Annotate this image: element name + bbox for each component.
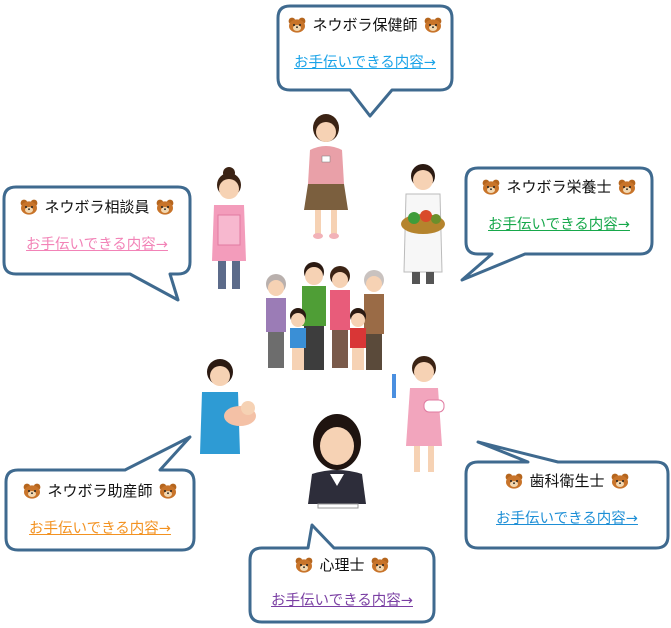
midwife-illustration [200, 359, 256, 454]
bubble-shinrishi-shape [248, 523, 436, 624]
bear-face-icon [506, 473, 523, 489]
counselor-illustration [212, 167, 246, 289]
bear-face-icon [618, 179, 635, 195]
bear-face-icon [483, 179, 500, 195]
bubble-hokenshi-shape [276, 4, 454, 118]
public-health-nurse-illustration [304, 114, 348, 239]
nutritionist-illustration [401, 164, 445, 284]
bubble-joushanshi: ネウボラ助産師 お手伝いできる内容→ [6, 480, 194, 538]
bubble-eiyoushi-title: ネウボラ栄養士 [506, 178, 612, 196]
bear-face-icon [296, 557, 313, 573]
bubble-shika: 歯科衛生士 お手伝いできる内容→ [466, 470, 668, 528]
soudanin-help-link[interactable]: お手伝いできる内容→ [26, 237, 168, 253]
bubble-eiyoushi-shape [460, 166, 654, 282]
bubble-shinrishi: 心理士 お手伝いできる内容→ [250, 554, 434, 610]
bubble-joushanshi-shape [4, 435, 196, 552]
shika-help-link[interactable]: お手伝いできる内容→ [496, 511, 638, 527]
hokenshi-help-link[interactable]: お手伝いできる内容→ [294, 55, 436, 71]
joushanshi-help-link[interactable]: お手伝いできる内容→ [29, 521, 171, 537]
bubble-soudanin-shape [2, 185, 192, 302]
shinrishi-help-link[interactable]: お手伝いできる内容→ [271, 593, 413, 609]
bubble-shika-title: 歯科衛生士 [529, 472, 605, 490]
bear-face-icon [21, 199, 38, 215]
psychologist-illustration [308, 414, 366, 509]
bubble-hokenshi: ネウボラ保健師 お手伝いできる内容→ [278, 14, 452, 72]
bubble-shika-shape [464, 440, 670, 550]
bubble-eiyoushi: ネウボラ栄養士 お手伝いできる内容→ [466, 176, 652, 234]
bear-face-icon [159, 483, 176, 499]
family-illustration [266, 262, 384, 370]
bubble-soudanin: ネウボラ相談員 お手伝いできる内容→ [4, 196, 190, 254]
bubble-shinrishi-title: 心理士 [319, 556, 365, 574]
bear-face-icon [156, 199, 173, 215]
bubble-joushanshi-title: ネウボラ助産師 [47, 482, 153, 500]
bear-face-icon [424, 17, 441, 33]
bear-face-icon [611, 473, 628, 489]
bear-face-icon [289, 17, 306, 33]
eiyoushi-help-link[interactable]: お手伝いできる内容→ [488, 217, 630, 233]
bear-face-icon [24, 483, 41, 499]
bubble-soudanin-title: ネウボラ相談員 [44, 198, 150, 216]
bear-face-icon [371, 557, 388, 573]
bubble-hokenshi-title: ネウボラ保健師 [312, 16, 418, 34]
dental-hygienist-illustration [392, 356, 445, 472]
